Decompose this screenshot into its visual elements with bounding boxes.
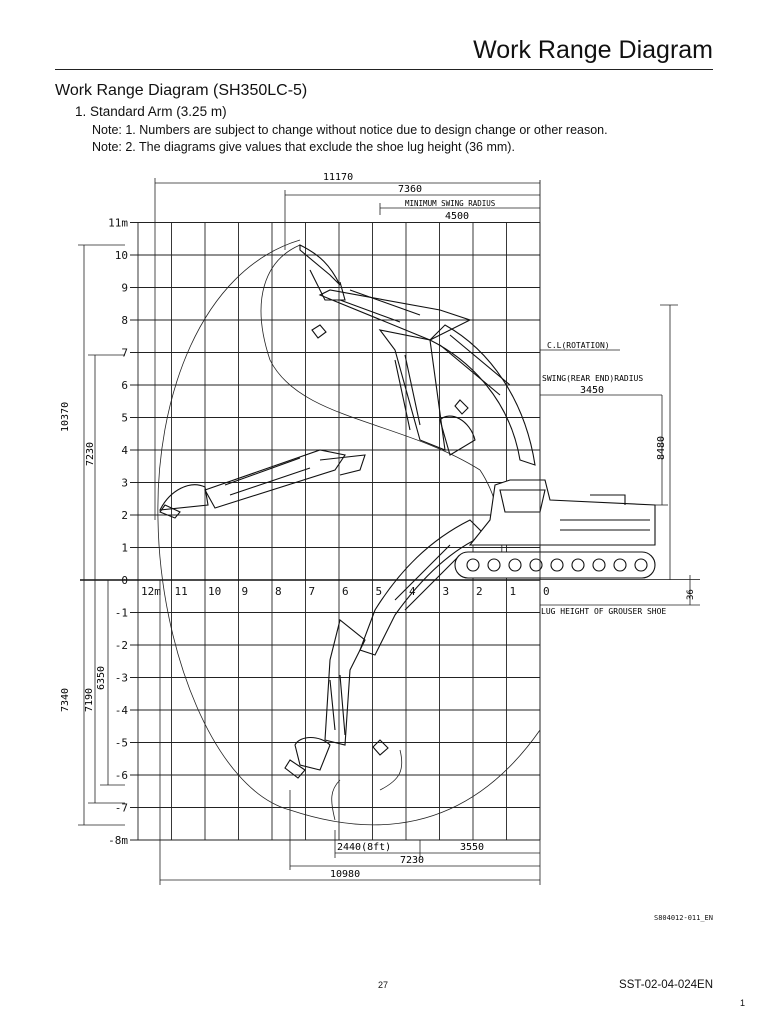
subheading: 1. Standard Arm (3.25 m)	[75, 104, 227, 119]
x-axis-label: 6	[342, 585, 349, 598]
dim-10980: 10980	[330, 869, 360, 880]
page-number: 27	[378, 980, 389, 990]
note-1: Note: 1. Numbers are subject to change w…	[92, 123, 608, 137]
x-axis-label: 9	[242, 585, 249, 598]
dim-8480: 8480	[656, 436, 667, 460]
y-axis-label: -1	[115, 607, 128, 620]
x-axis-label: 2	[476, 585, 483, 598]
y-axis-label: 9	[121, 282, 128, 295]
y-axis-label: 3	[121, 477, 128, 490]
dim-7230-height: 7230	[85, 442, 96, 466]
y-axis-label: -3	[115, 672, 128, 685]
track-roller	[529, 558, 543, 572]
x-axis-label: 11	[175, 585, 188, 598]
x-axis-label: 0	[543, 585, 550, 598]
section-title: Work Range Diagram (SH350LC-5)	[55, 82, 308, 99]
dim-3550: 3550	[460, 842, 484, 853]
dim-rear-swing-label: SWING(REAR END)RADIUS	[542, 374, 643, 383]
excavator-lower-pose	[284, 519, 486, 779]
y-axis-label: -6	[115, 769, 128, 782]
track-roller	[571, 558, 585, 572]
dim-7190: 7190	[84, 688, 95, 712]
note-2: Note: 2. The diagrams give values that e…	[92, 140, 515, 154]
y-axis-label: -8m	[108, 834, 128, 847]
excavator-middle-pose	[159, 449, 366, 519]
lug-height-band	[540, 580, 700, 592]
y-axis-label: 11m	[108, 217, 128, 230]
track-roller	[613, 558, 627, 572]
dimension-lines	[78, 178, 700, 885]
x-axis-label: 1	[510, 585, 517, 598]
dim-min-swing-label: MINIMUM SWING RADIUS	[405, 199, 496, 208]
x-axis-label: 8	[275, 585, 282, 598]
y-axis-label: -7	[115, 802, 128, 815]
dim-7230-bottom: 7230	[400, 855, 424, 866]
track-roller	[487, 558, 501, 572]
dim-7340: 7340	[60, 688, 71, 712]
dim-lug-label: LUG HEIGHT OF GROUSER SHOE	[541, 607, 666, 616]
y-axis-label: 10	[115, 249, 128, 262]
track-roller	[550, 558, 564, 572]
y-axis-label: 4	[121, 444, 128, 457]
page-title: Work Range Diagram	[473, 36, 713, 64]
y-axis-label: 6	[121, 379, 128, 392]
track-roller	[592, 558, 606, 572]
dim-4500: 4500	[445, 211, 469, 222]
dim-lug-height: 36	[686, 589, 696, 600]
x-axis-label: 3	[443, 585, 450, 598]
dim-centerline-label: C.L(ROTATION)	[547, 341, 610, 350]
dim-7360: 7360	[398, 184, 422, 195]
y-axis-label: -4	[115, 704, 129, 717]
y-axis-label: 2	[121, 509, 128, 522]
dim-10370: 10370	[60, 402, 71, 432]
track-roller	[466, 558, 480, 572]
excavator-upper-pose	[299, 244, 536, 466]
y-axis-label: -2	[115, 639, 128, 652]
track-roller	[634, 558, 648, 572]
y-axis-label: 1	[121, 542, 128, 555]
track-roller	[508, 558, 522, 572]
dim-3450: 3450	[580, 385, 604, 396]
y-axis-label: 8	[121, 314, 128, 327]
y-axis-label: -5	[115, 737, 128, 750]
sheet-number: 1	[739, 998, 745, 1008]
dim-6350: 6350	[96, 666, 107, 690]
x-axis-label: 4	[409, 585, 416, 598]
excavator-base-machine	[454, 479, 656, 579]
excavator-tucked-pose	[378, 329, 476, 456]
figure-code: S804012-011_EN	[653, 914, 713, 922]
x-axis-label: 5	[376, 585, 383, 598]
x-axis-label: 7	[309, 585, 316, 598]
x-axis-label: 10	[208, 585, 221, 598]
y-axis-label: 5	[121, 412, 128, 425]
dim-max-reach: 11170	[323, 172, 353, 183]
title-rule	[55, 69, 713, 70]
y-axis-label: 7	[121, 347, 128, 360]
x-axis-label: 12m	[141, 585, 161, 598]
document-number: SST-02-04-024EN	[619, 979, 713, 991]
grid	[130, 222, 541, 841]
dim-2440: 2440(8ft)	[337, 842, 391, 853]
y-axis-label: 0	[121, 574, 128, 587]
